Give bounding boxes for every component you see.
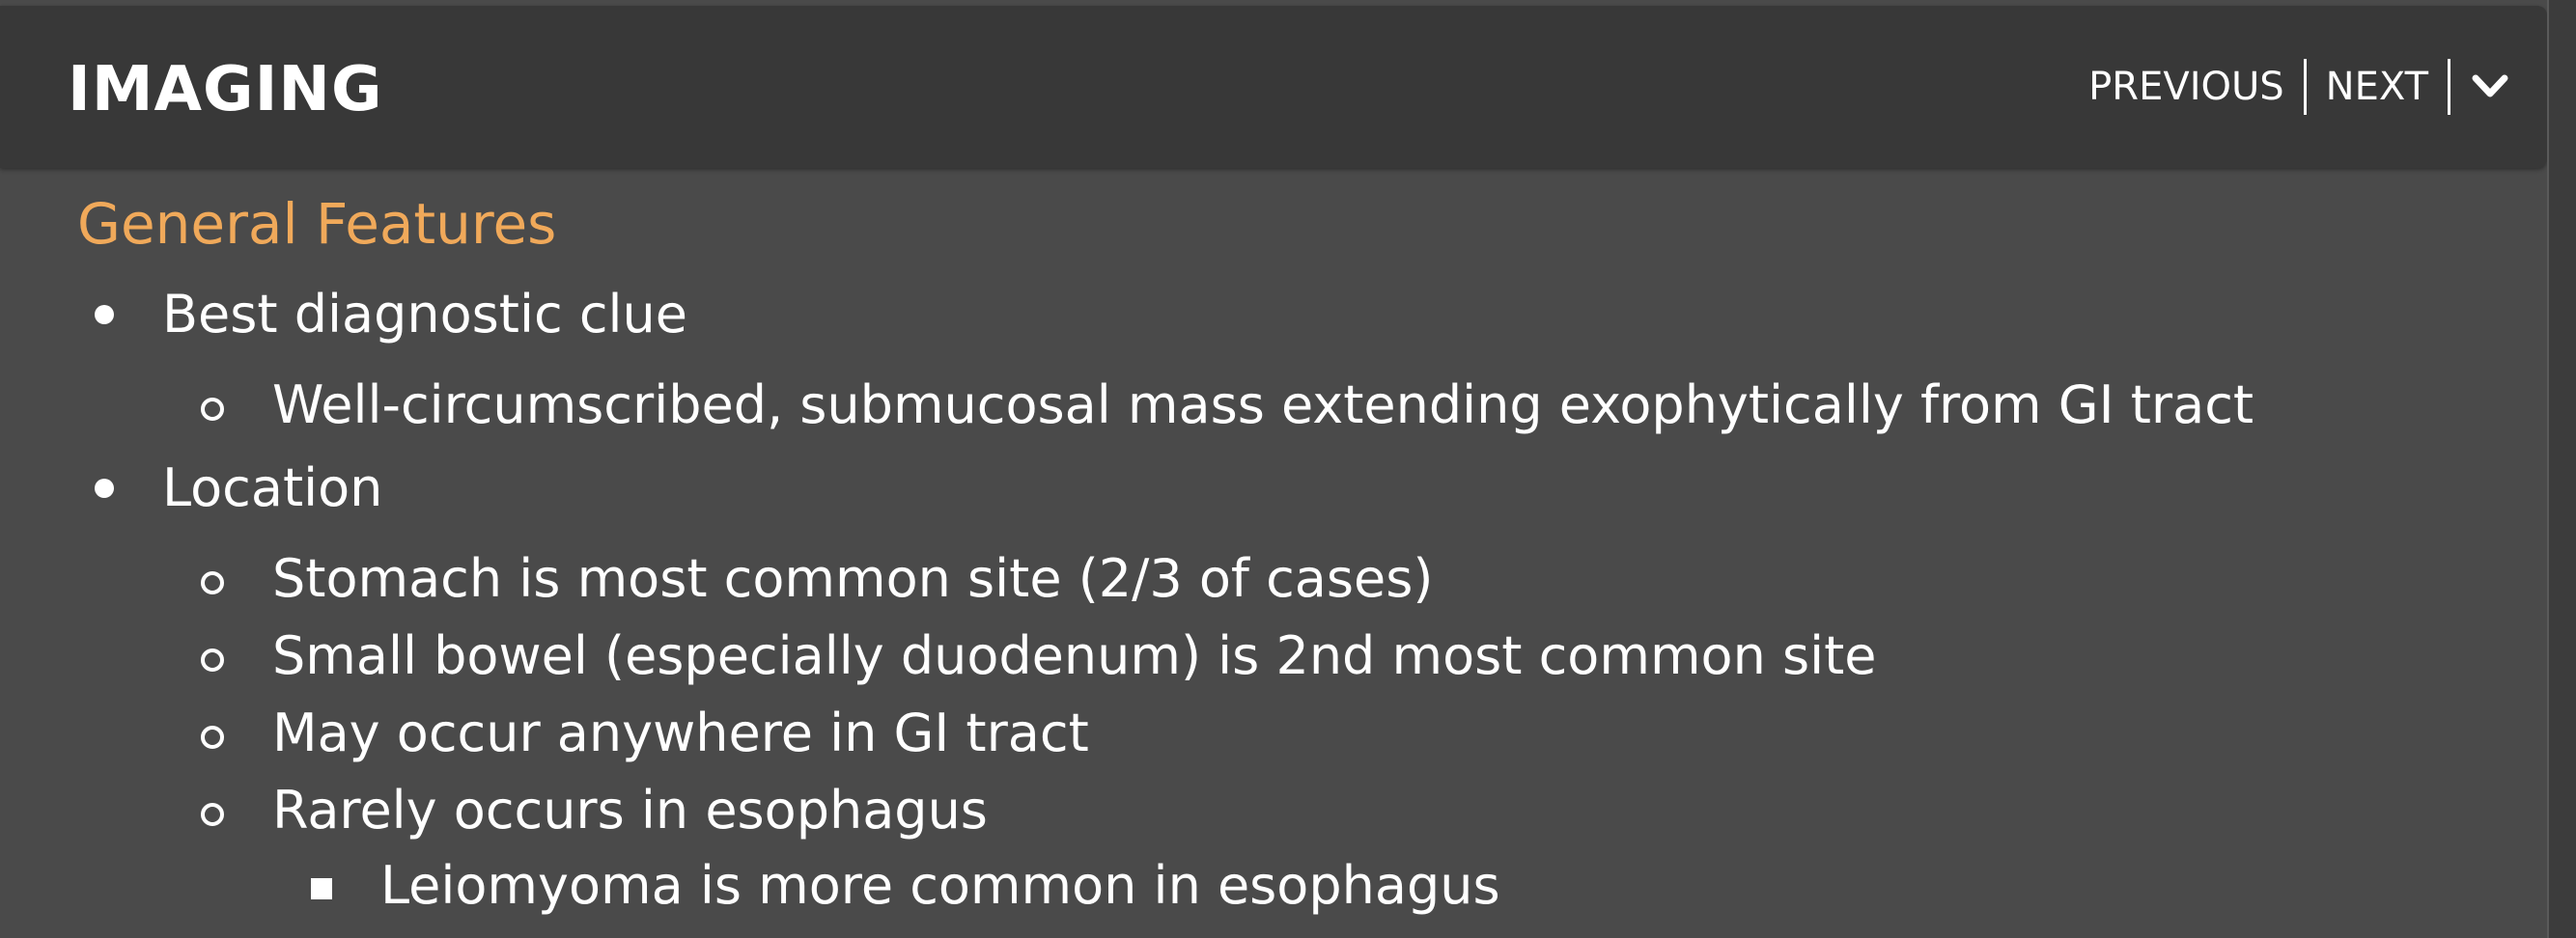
bullet-square	[311, 878, 332, 899]
bullet-circle	[201, 648, 224, 672]
previous-link[interactable]: PREVIOUS	[2088, 65, 2284, 109]
next-link[interactable]: NEXT	[2325, 65, 2428, 109]
chevron-down-icon[interactable]	[2470, 67, 2510, 107]
nav-divider	[2303, 59, 2307, 115]
section-header: IMAGING PREVIOUS NEXT	[0, 6, 2547, 168]
list-item: Leiomyoma is more common in esophagus	[380, 855, 1500, 916]
list-item: Stomach is most common site (2/3 of case…	[272, 548, 1434, 609]
window-edge	[2547, 0, 2576, 938]
section-nav: PREVIOUS NEXT	[2088, 56, 2510, 118]
section-title: IMAGING	[68, 54, 383, 125]
bullet-circle	[201, 726, 224, 749]
list-item: Location	[162, 457, 383, 518]
bullet-circle	[201, 803, 224, 826]
list-item: Rarely occurs in esophagus	[272, 780, 988, 841]
list-item: Well-circumscribed, submucosal mass exte…	[272, 374, 2254, 435]
bullet-circle	[201, 398, 224, 421]
sub-heading: General Features	[77, 191, 557, 257]
list-item: May occur anywhere in GI tract	[272, 703, 1089, 763]
list-item: Best diagnostic clue	[162, 284, 687, 345]
nav-divider	[2448, 59, 2450, 115]
bullet-disc	[95, 479, 114, 498]
bullet-circle	[201, 571, 224, 594]
list-item: Small bowel (especially duodenum) is 2nd…	[272, 625, 1877, 686]
bullet-disc	[95, 305, 114, 324]
